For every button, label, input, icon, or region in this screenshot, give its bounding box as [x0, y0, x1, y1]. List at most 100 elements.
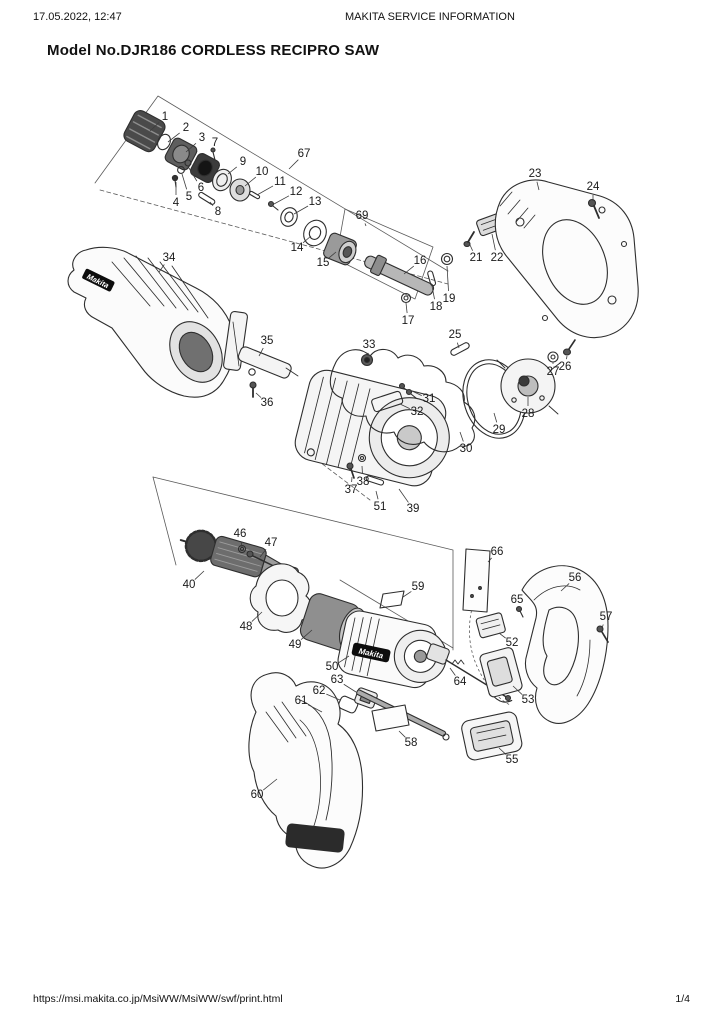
part-terminal-block-55: [461, 711, 523, 761]
part-screw-12: [267, 200, 279, 211]
part-number-label-35: 35: [261, 335, 274, 347]
leader-line-51: [375, 490, 379, 500]
part-number-label-28: 28: [522, 408, 535, 420]
part-cap: [123, 110, 166, 153]
leader-line-56: [560, 583, 570, 592]
leader-line-52: [498, 632, 506, 639]
part-number-label-36: 36: [261, 397, 274, 409]
leader-line-38: [361, 465, 363, 475]
leader-line-66: [487, 557, 492, 563]
leader-line-15: [328, 251, 337, 259]
part-washer-38: [357, 453, 367, 463]
part-number-label-47: 47: [265, 537, 278, 549]
part-number-label-9: 9: [240, 156, 246, 168]
leader-line-35: [258, 347, 264, 357]
part-gear-housing-assembly-39: [294, 369, 450, 487]
part-o-ring: [157, 133, 171, 151]
part-number-label-23: 23: [529, 168, 542, 180]
part-drum: [189, 152, 221, 184]
part-handle-housing-left-60: [248, 672, 363, 869]
leader-line-3: [185, 142, 197, 153]
part-number-label-61: 61: [295, 695, 308, 707]
part-pin-slanted: [198, 191, 216, 205]
part-number-label-58: 58: [405, 737, 418, 749]
part-plate-32: [371, 390, 404, 413]
leader-line-16: [403, 265, 415, 275]
leader-line-69: [364, 223, 367, 227]
part-number-label-29: 29: [493, 424, 506, 436]
part-small-bolt: [171, 174, 179, 188]
part-number-label-17: 17: [402, 315, 415, 327]
part-slider-spindle-16: [364, 254, 435, 296]
leader-line-12: [273, 195, 290, 205]
leader-line-40: [194, 570, 205, 580]
leader-line-5: [181, 173, 188, 190]
part-number-label-24: 24: [587, 181, 600, 193]
leader-line-67: [288, 159, 299, 170]
leader-line-55: [498, 747, 507, 755]
leader-line-59: [402, 591, 412, 598]
leader-line-34: [158, 264, 165, 273]
part-sticker-66: [462, 548, 491, 613]
part-number-label-7: 7: [212, 137, 218, 149]
leader-line-19: [446, 265, 449, 292]
part-screw-24: [587, 198, 600, 219]
part-number-label-31: 31: [423, 393, 436, 405]
part-number-label-52: 52: [506, 637, 519, 649]
part-number-label-6: 6: [198, 182, 204, 194]
part-number-label-62: 62: [313, 685, 326, 697]
part-number-label-63: 63: [331, 674, 344, 686]
leader-line-17: [405, 302, 408, 314]
leader-line-26: [566, 355, 568, 360]
leader-line-2: [167, 132, 180, 143]
part-bearing-14: [303, 219, 327, 247]
part-number-label-65: 65: [511, 594, 524, 606]
part-number-label-8: 8: [215, 206, 221, 218]
part-number-label-16: 16: [414, 255, 427, 267]
part-number-label-34: 34: [163, 252, 176, 264]
part-number-label-3: 3: [199, 132, 205, 144]
leader-line-46: [240, 541, 243, 548]
leader-line-50: [338, 655, 350, 663]
leader-line-49: [300, 629, 313, 641]
part-spur-gear: [164, 137, 198, 171]
leader-line-25: [456, 342, 460, 349]
part-number-label-40: 40: [183, 579, 196, 591]
leader-line-8: [209, 201, 214, 207]
part-crank-wheel-28: [496, 358, 561, 415]
leader-line-36: [255, 392, 262, 398]
part-number-label-11: 11: [274, 176, 286, 188]
leader-line-61: [307, 704, 323, 713]
part-number-label-50: 50: [326, 661, 339, 673]
part-number-label-39: 39: [407, 503, 420, 515]
part-pin-25: [450, 342, 470, 356]
leader-line-62: [326, 693, 341, 701]
part-number-label-48: 48: [240, 621, 253, 633]
part-number-label-56: 56: [569, 572, 582, 584]
part-washer-27: [547, 351, 559, 363]
part-sticker-59: [379, 590, 405, 609]
leader-line-9: [227, 166, 238, 175]
part-motor-housing-50: Makita: [337, 610, 447, 689]
leader-line-23: [536, 181, 540, 191]
part-screw-57: [596, 625, 609, 643]
leader-line-1: [149, 122, 160, 132]
leader-line-48: [251, 611, 263, 622]
part-nut-b: [184, 159, 192, 167]
part-ring-19: [440, 252, 454, 266]
part-number-label-1: 1: [162, 111, 168, 123]
part-number-label-2: 2: [183, 122, 189, 134]
part-ring-washer: [212, 168, 232, 192]
part-number-label-4: 4: [173, 197, 180, 209]
part-number-label-49: 49: [289, 639, 302, 651]
part-number-label-10: 10: [256, 166, 269, 178]
part-switch-assembly-53: [479, 647, 523, 703]
part-nut-a: [177, 166, 185, 174]
part-crank-disc: [229, 178, 251, 202]
part-number-label-66: 66: [491, 546, 504, 558]
leader-line-57: [601, 624, 604, 629]
part-number-label-13: 13: [309, 196, 322, 208]
part-number-label-30: 30: [460, 443, 473, 455]
part-crank-housing-plate-23: [494, 179, 639, 339]
